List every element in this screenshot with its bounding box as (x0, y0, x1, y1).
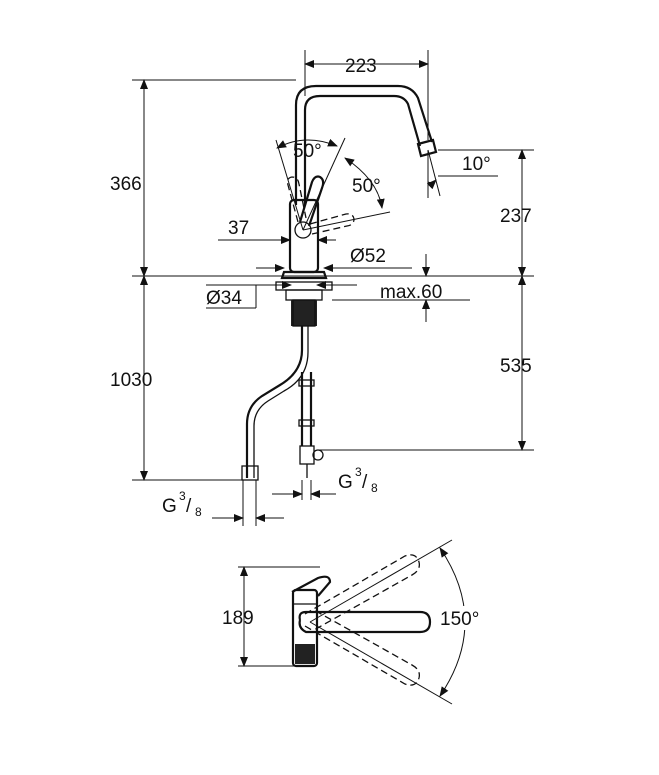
right-pipe-band-2 (298, 419, 315, 427)
dim-thread-left-den: 8 (195, 505, 202, 519)
dim-thread-right-den: 8 (371, 481, 378, 495)
lever-pivot (294, 221, 312, 239)
dim-thread-right-num: 3 (355, 465, 362, 479)
shank-thread (292, 299, 316, 327)
lever-handle (298, 175, 325, 227)
dim-swivel-angle-label: 150° (440, 609, 479, 630)
dim-deck-thickness-label: max.60 (380, 282, 442, 303)
mounting-shank (291, 300, 317, 326)
dim-mount-hole-label: Ø34 (206, 288, 242, 309)
dim-thread-left-slash: / (186, 496, 192, 517)
mounting-nut (275, 281, 333, 291)
spout-inner-outline (303, 94, 422, 205)
dim-shank-length-label: 535 (500, 356, 532, 377)
spout-nozzle (416, 138, 438, 158)
mounting-washer (285, 289, 323, 301)
top-lever (291, 575, 332, 597)
dim-spout-tilt-label: 10° (462, 154, 491, 175)
top-spout-solid (298, 610, 432, 634)
dim-hose-length-label: 1030 (110, 370, 152, 391)
right-pipe-band-1 (298, 379, 315, 387)
right-valve-body (299, 445, 315, 465)
dim-thread-left-label: G (162, 496, 177, 517)
dim-lever-angle-side-label: 50° (352, 176, 381, 197)
dim-outlet-height-label: 237 (500, 206, 532, 227)
lever-alt-left (286, 176, 307, 223)
dim-thread-right-label: G (338, 472, 353, 493)
side-view: 223 366 50° 50° 10° 237 37 Ø52 (110, 50, 534, 526)
dim-upper-height-label: 366 (110, 174, 142, 195)
dim-thread-right-slash: / (362, 472, 368, 493)
spout-outline (294, 84, 434, 205)
dim-reach-label: 223 (345, 56, 377, 77)
dim-lever-offset-label: 37 (228, 218, 249, 239)
top-view: 189 150° (222, 539, 496, 705)
top-spout-dashed-up (304, 554, 420, 631)
dim-base-diameter-label: Ø52 (350, 246, 386, 267)
supply-hose-left (245, 326, 304, 478)
dim-thread-left-num: 3 (179, 489, 186, 503)
faucet-base (280, 270, 328, 280)
top-spout-dashed-down (304, 609, 420, 686)
supply-hose-left-inner (253, 326, 309, 478)
dim-lever-angle-top-label: 50° (293, 141, 322, 162)
left-hose-connector (241, 465, 259, 481)
top-shank-hatch (295, 644, 315, 664)
dim-top-depth-label: 189 (222, 608, 254, 629)
